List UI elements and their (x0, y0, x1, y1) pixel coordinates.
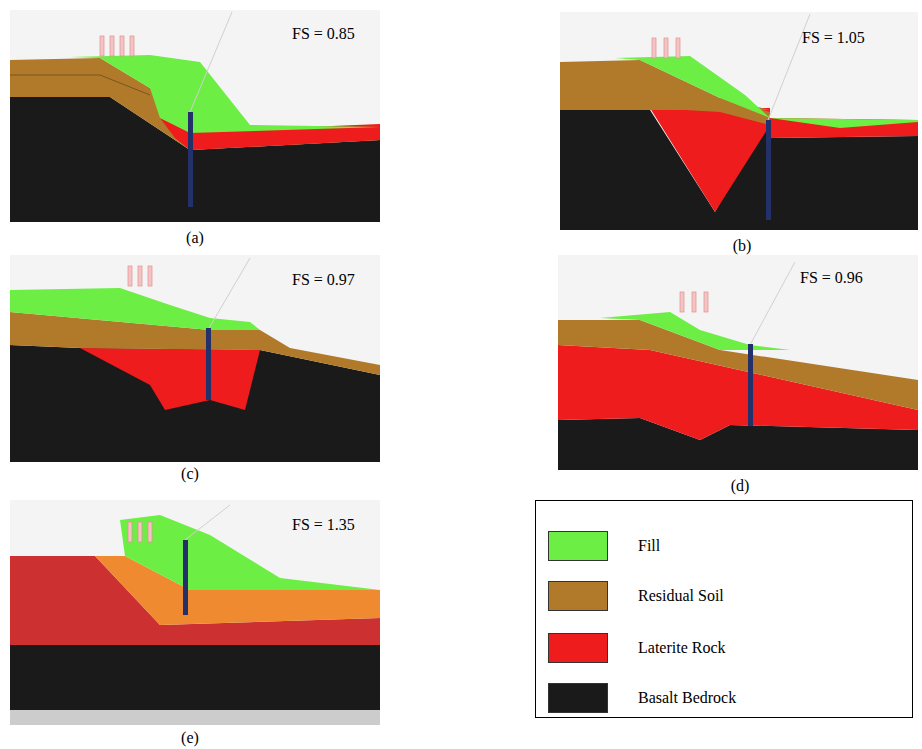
legend-text: Residual Soil (638, 587, 724, 605)
legend-row: Laterite Rock (548, 633, 726, 663)
section-a (10, 10, 380, 222)
factor-of-safety: FS = 0.97 (292, 270, 355, 289)
factor-of-safety: FS = 1.05 (802, 28, 865, 47)
subfigure-label: (a) (186, 228, 204, 247)
legend-text: Fill (638, 537, 660, 555)
section-b (560, 12, 918, 230)
legend-row: Residual Soil (548, 581, 724, 611)
legend-text: Laterite Rock (638, 639, 726, 657)
legend-swatch (548, 581, 608, 611)
factor-of-safety: FS = 0.85 (292, 24, 355, 43)
subfigure-label: (d) (731, 476, 750, 495)
legend-text: Basalt Bedrock (638, 689, 736, 707)
legend-swatch (548, 683, 608, 713)
legend-swatch (548, 633, 608, 663)
legend-row: Fill (548, 531, 660, 561)
legend-box: FillResidual SoilLaterite RockBasalt Bed… (535, 500, 913, 718)
factor-of-safety: FS = 0.96 (800, 268, 863, 287)
section-c (10, 255, 380, 462)
subfigure-label: (b) (733, 236, 752, 255)
subfigure-label: (c) (181, 464, 199, 483)
subfigure-label: (e) (181, 728, 199, 747)
legend-row: Basalt Bedrock (548, 683, 736, 713)
legend-swatch (548, 531, 608, 561)
section-e (10, 500, 380, 725)
factor-of-safety: FS = 1.35 (292, 515, 355, 534)
section-d (558, 255, 918, 470)
